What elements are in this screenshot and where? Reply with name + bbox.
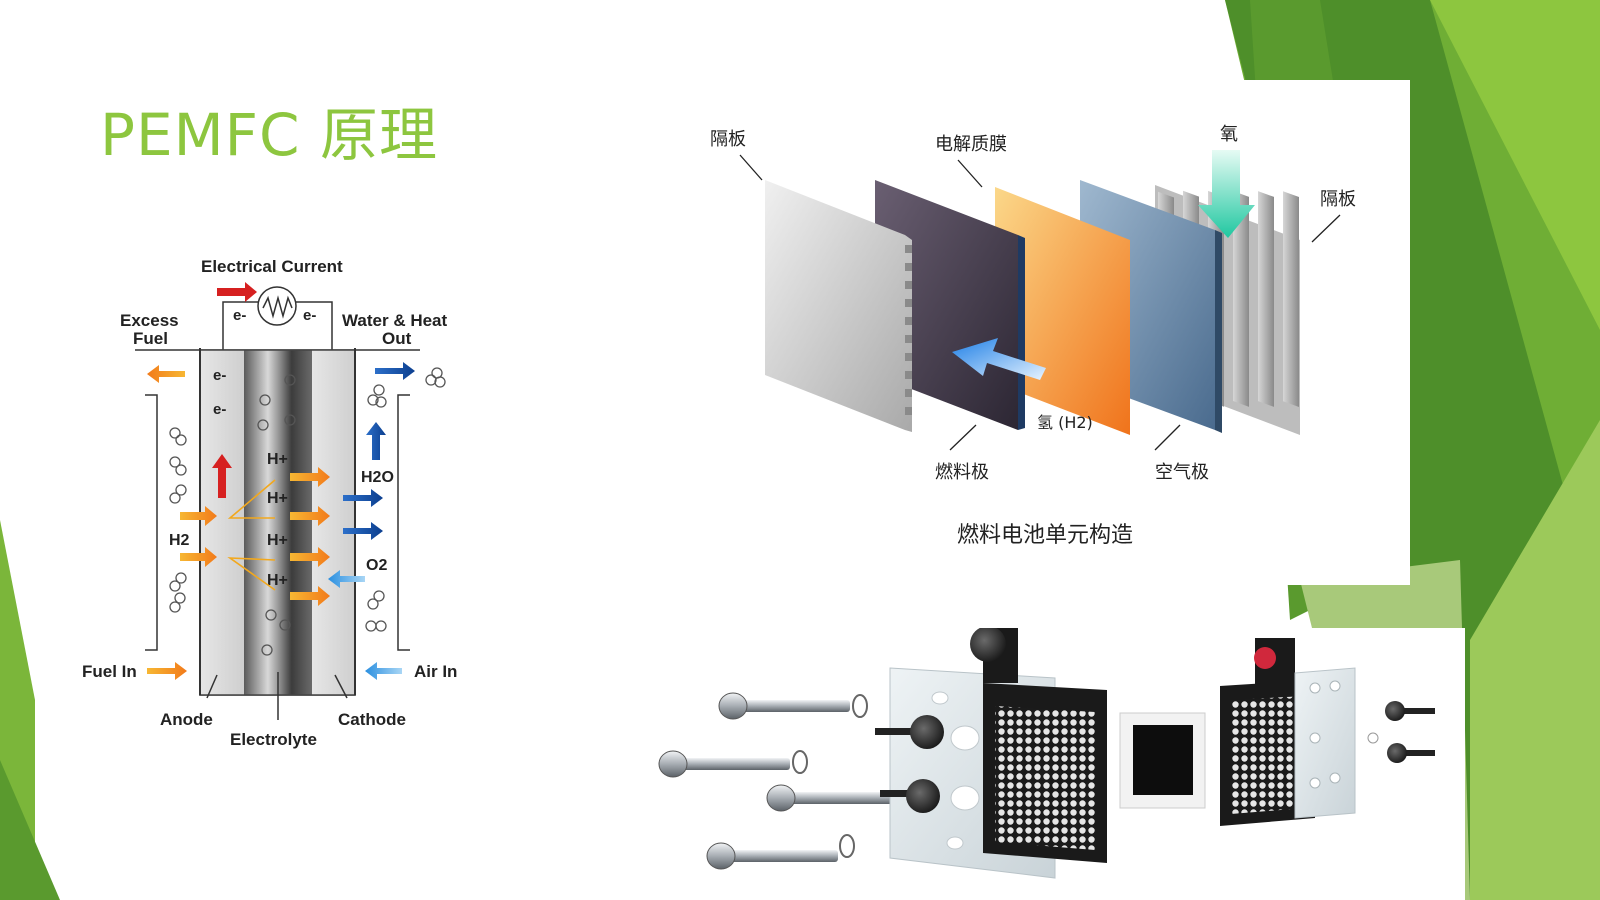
proton-label-2: H+: [267, 490, 288, 507]
water-heat-label-1: Water & Heat: [342, 311, 448, 330]
proton-arrow-icon-1: [290, 467, 330, 487]
membrane-label: 电解质膜: [935, 134, 1007, 155]
proton-arrow-icon-2: [290, 506, 330, 526]
electron-left-label: e-: [233, 307, 246, 324]
air-electrode-label: 空气极: [1155, 462, 1209, 483]
hydrogen-flow-arrow-icon: [952, 338, 1046, 380]
h2-arrow-icon: [180, 506, 217, 526]
proton-arrow-icon-4: [290, 586, 330, 606]
air-in-arrow-icon: [365, 662, 402, 680]
h2-label: H2: [169, 532, 190, 549]
electrical-current-label: Electrical Current: [201, 257, 343, 276]
fuel-in-label: Fuel In: [82, 662, 137, 681]
slide-title: PEMFC 原理: [100, 101, 438, 169]
fuel-electrode-label: 燃料极: [935, 462, 989, 483]
proton-label-1: H+: [267, 451, 288, 468]
o2-arrow-icon: [328, 570, 365, 588]
cell-structure-caption: 燃料电池单元构造: [957, 523, 1133, 548]
electron-flow-arrow-icon: [212, 454, 232, 498]
excess-fuel-label-1: Excess: [120, 311, 179, 330]
anode-label: Anode: [160, 710, 213, 729]
cell-structure-diagram: 隔板 电解质膜 氧 隔板 氢 (H2) 燃料极 空气极 燃料电池单元构造: [700, 80, 1410, 585]
pemfc-principle-diagram: Electrical Current e- e- Excess Fuel Wat…: [35, 240, 485, 770]
water-out-arrow-icon: [375, 362, 415, 380]
separator-right-label: 隔板: [1320, 189, 1356, 210]
hydrogen-label: 氢 (H2): [1037, 413, 1093, 432]
excess-fuel-label-2: Fuel: [133, 329, 168, 348]
separator-left-label: 隔板: [710, 129, 746, 150]
fuel-in-arrow-icon: [147, 662, 187, 680]
proton-label-3: H+: [267, 532, 288, 549]
h2-arrow-icon-2: [180, 547, 217, 567]
resistor-icon: [257, 286, 297, 326]
water-rise-arrow-icon: [366, 422, 386, 460]
electrolyte-label: Electrolyte: [230, 730, 317, 749]
water-arrow-icon-3: [343, 522, 383, 540]
excess-fuel-arrow-icon: [147, 365, 185, 383]
water-heat-label-2: Out: [382, 329, 412, 348]
electron-right-label: e-: [303, 307, 316, 324]
anode-electron-1: e-: [213, 367, 226, 384]
o2-label: O2: [366, 557, 387, 574]
cathode-label: Cathode: [338, 710, 406, 729]
air-in-label: Air In: [414, 662, 457, 681]
oxygen-flow-arrow-icon: [1198, 150, 1255, 238]
h2o-label: H2O: [361, 469, 394, 486]
hardware-icon: [658, 628, 1435, 879]
proton-label-4: H+: [267, 572, 288, 589]
water-arrow-icon-2: [343, 489, 383, 507]
fuel-cell-hardware-photo: [655, 628, 1465, 900]
current-arrow-icon: [217, 282, 257, 302]
electrolyte-layer: [244, 350, 312, 695]
proton-arrow-icon-3: [290, 547, 330, 567]
separator-plate-left: [765, 180, 912, 432]
oxygen-label: 氧: [1220, 124, 1238, 145]
anode-electron-2: e-: [213, 401, 226, 418]
